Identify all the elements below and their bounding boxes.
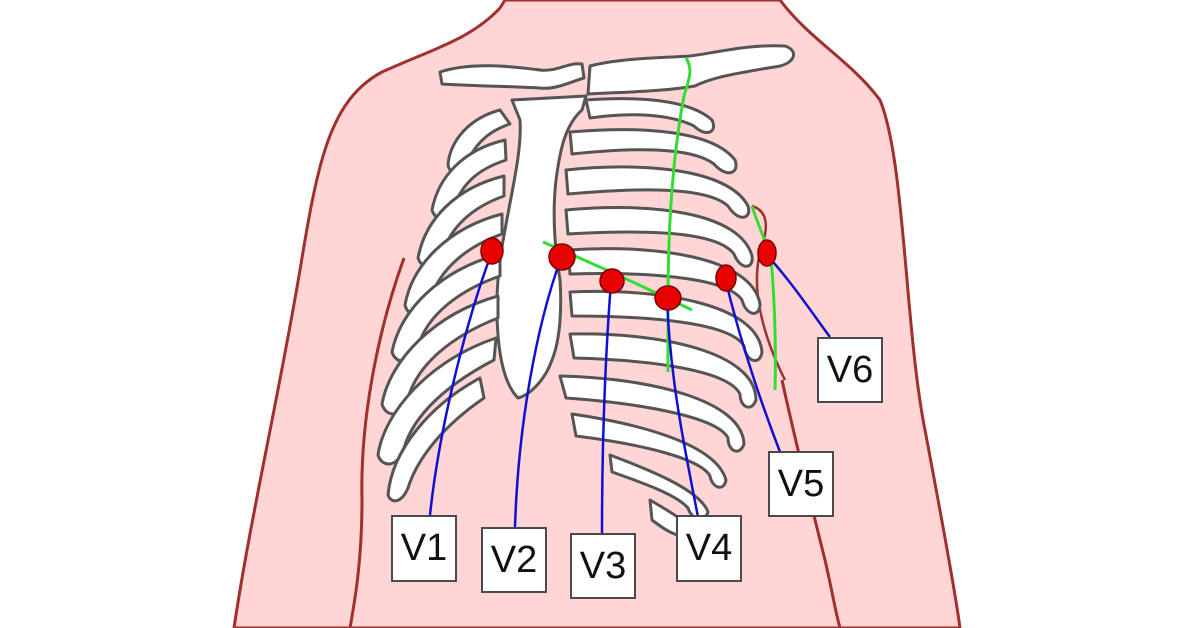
v2-wire: [513, 257, 563, 528]
v5-wire: [723, 277, 782, 453]
anterior-axillary-line: [750, 205, 777, 391]
electrode-v6: [757, 239, 777, 267]
lead-label-v6: V6: [817, 337, 883, 403]
electrode-v3: [599, 268, 625, 294]
electrode-v5: [715, 264, 737, 292]
electrode-v4: [654, 285, 682, 311]
lead-label-v1: V1: [391, 515, 457, 582]
electrodes: [480, 237, 777, 311]
left-arm-crease: [348, 257, 406, 628]
v3-wire: [600, 281, 613, 534]
electrode-v2: [548, 243, 576, 271]
v4-wire: [665, 297, 700, 518]
lead-label-v2: V2: [481, 527, 547, 593]
left-clavicle: [438, 62, 586, 90]
right-arm-crease: [780, 379, 842, 628]
lead-wires: [428, 251, 832, 534]
lead-label-v3: V3: [570, 533, 636, 599]
lead-label-v4: V4: [676, 515, 742, 582]
v1-wire: [428, 251, 494, 516]
electrode-v1: [480, 237, 504, 265]
ribcage: [376, 44, 795, 538]
lead-label-v5: V5: [768, 451, 834, 517]
sternum: [495, 94, 588, 400]
